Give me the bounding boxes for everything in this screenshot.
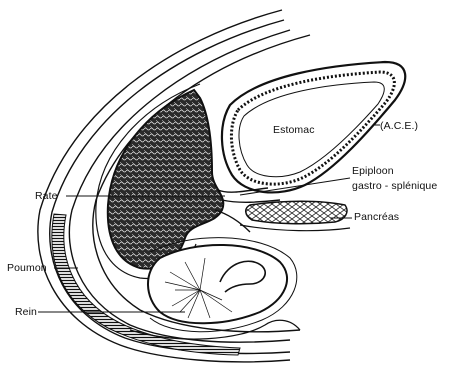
label-ace: (A.C.E.) [380, 120, 418, 132]
label-pancreas: Pancréas [354, 211, 399, 223]
label-rate: Rate [35, 190, 58, 202]
label-poumon: Poumon [7, 262, 47, 274]
label-epiploon: Epiploon [352, 165, 394, 177]
spleen [108, 90, 224, 269]
label-gastro-splenique: gastro - splénique [352, 180, 437, 192]
pancreas [240, 201, 350, 230]
label-rein: Rein [15, 306, 37, 318]
label-estomac: Estomac [273, 124, 315, 136]
